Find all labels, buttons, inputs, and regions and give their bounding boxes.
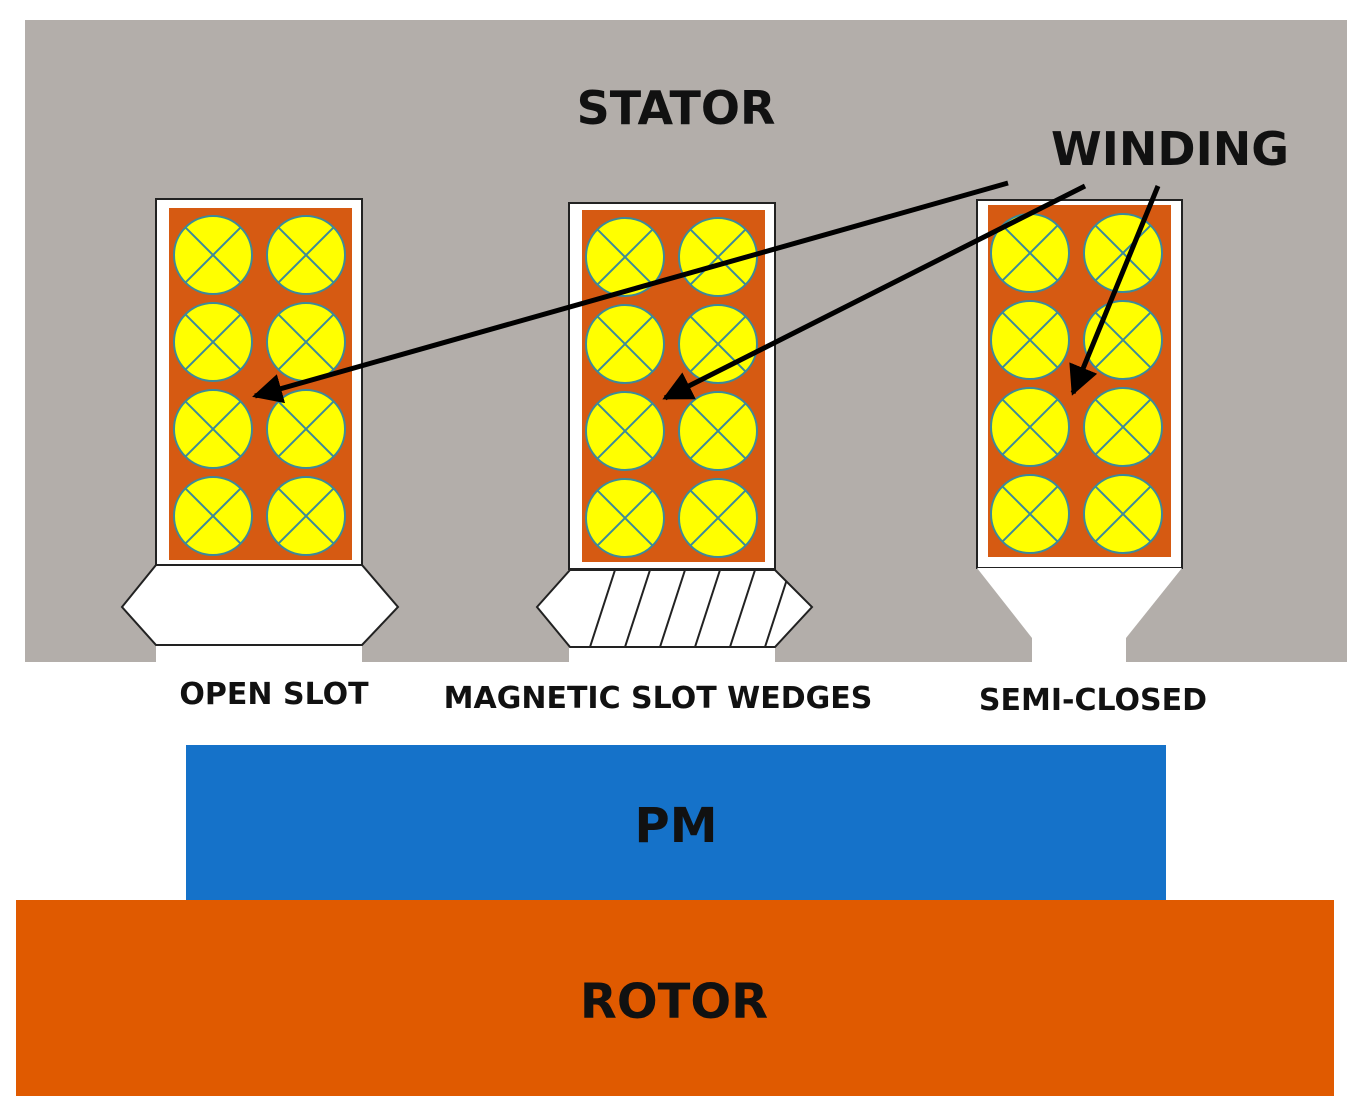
rotor-label: ROTOR [580, 974, 768, 1030]
arrow-to-open-slot [252, 180, 1009, 404]
conductor-cross-icon [990, 474, 1070, 554]
arrow-to-semi-closed-slot [1069, 185, 1161, 396]
wedge-hatching [589, 570, 791, 647]
stator-label: STATOR [577, 81, 776, 135]
pm-label: PM [635, 798, 718, 854]
open-slot-opening [120, 564, 400, 646]
slot-magnetic-wedge [535, 202, 814, 648]
conductor-cross-icon [266, 302, 346, 382]
conductor-cross-icon [585, 478, 665, 558]
conductor-cross-icon [173, 476, 253, 556]
conductor-cross-icon [266, 215, 346, 295]
conductor-cross-icon [678, 391, 758, 471]
conductor-cross-icon [266, 389, 346, 469]
conductor-cross-icon [1083, 474, 1163, 554]
rotor [16, 900, 1334, 1096]
conductor-cross-icon [266, 476, 346, 556]
arrow-to-wedge-slot [662, 183, 1087, 401]
magnetic-slot-wedge [535, 569, 814, 648]
open-slot-label: OPEN SLOT [179, 677, 369, 712]
conductor-cross-icon [585, 304, 665, 384]
permanent-magnet [186, 745, 1166, 901]
conductor-cross-icon [990, 300, 1070, 380]
conductor-cross-icon [585, 217, 665, 297]
winding-label: WINDING [1051, 122, 1289, 176]
conductor-cross-icon [173, 215, 253, 295]
conductor-cross-icon [585, 391, 665, 471]
conductor-cross-icon [990, 387, 1070, 467]
conductor-cross-icon [173, 302, 253, 382]
conductor-cross-icon [1083, 213, 1163, 293]
semi-closed-opening [977, 568, 1182, 638]
winding-arrows [252, 180, 1161, 404]
conductor-cross-icon [678, 217, 758, 297]
conductor-cross-icon [678, 478, 758, 558]
semi-closed-label: SEMI-CLOSED [979, 683, 1207, 718]
magnetic-slot-wedges-label: MAGNETIC SLOT WEDGES [444, 681, 873, 716]
conductor-cross-icon [173, 389, 253, 469]
slot-semi-closed [976, 199, 1183, 638]
slot-open [120, 198, 400, 646]
conductor-cross-icon [1083, 387, 1163, 467]
conductor-cross-icon [990, 213, 1070, 293]
